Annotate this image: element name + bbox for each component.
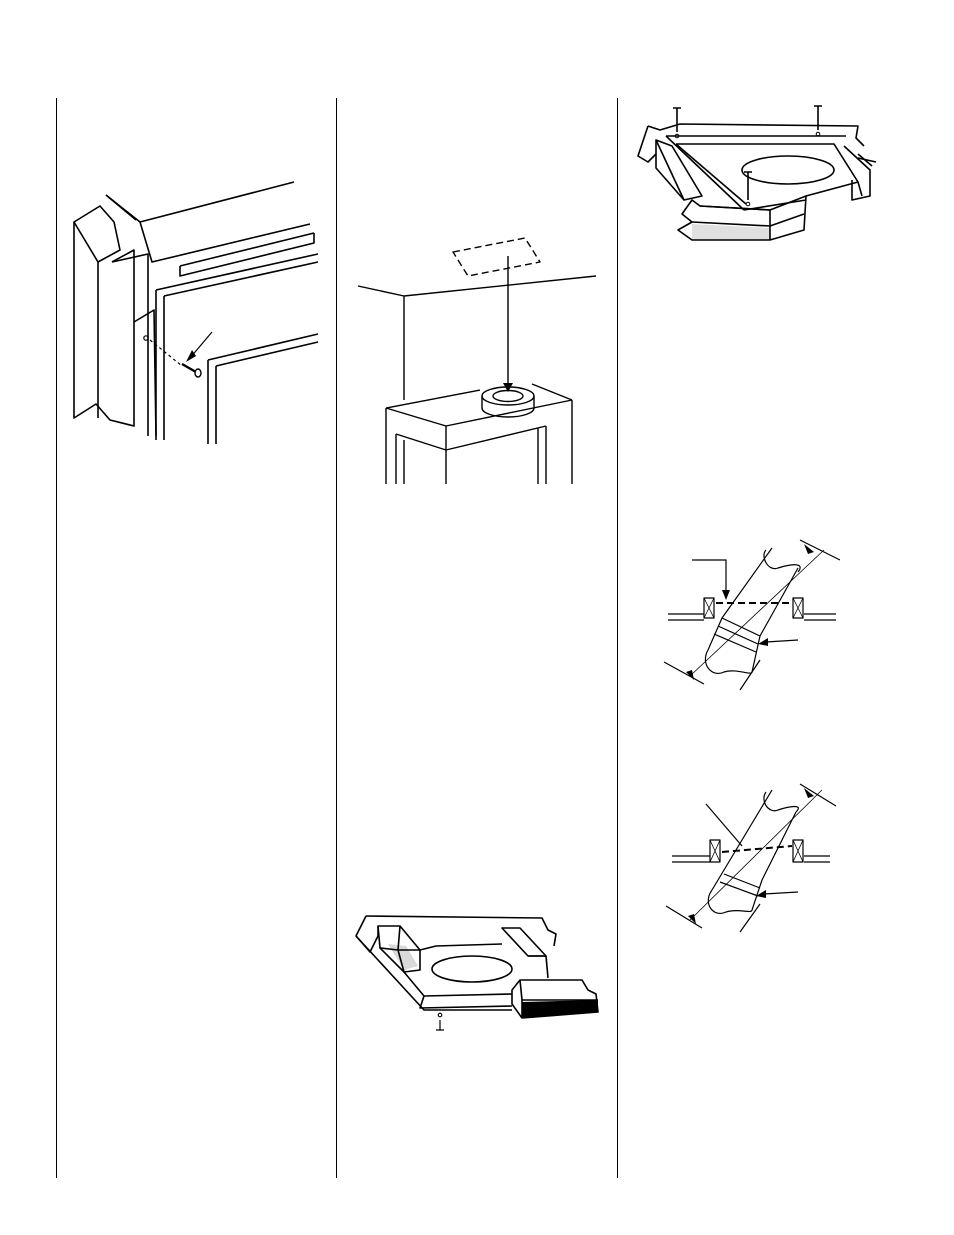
- fireplace-ceiling-vent-alignment-icon: [352, 232, 602, 490]
- ceiling-firestop-bottom-figure: [350, 908, 602, 1034]
- ceiling-firestop-top-angled-figure: [630, 102, 880, 242]
- fireplace-frame-screw-detail-figure: [66, 176, 326, 448]
- column-divider-right: [617, 98, 618, 1178]
- fireplace-frame-screw-detail-icon: [66, 176, 326, 448]
- offset-pipe-through-joists-a-icon: [660, 530, 840, 698]
- offset-pipe-through-joists-b-figure: [660, 780, 840, 940]
- ceiling-firestop-top-angled-icon: [630, 102, 880, 242]
- offset-pipe-through-joists-b-icon: [660, 780, 840, 940]
- offset-pipe-through-joists-a-figure: [660, 530, 840, 698]
- fireplace-ceiling-vent-alignment-figure: [352, 232, 602, 490]
- ceiling-firestop-bottom-icon: [350, 908, 602, 1034]
- column-divider-middle: [336, 98, 337, 1178]
- column-divider-left: [56, 98, 57, 1178]
